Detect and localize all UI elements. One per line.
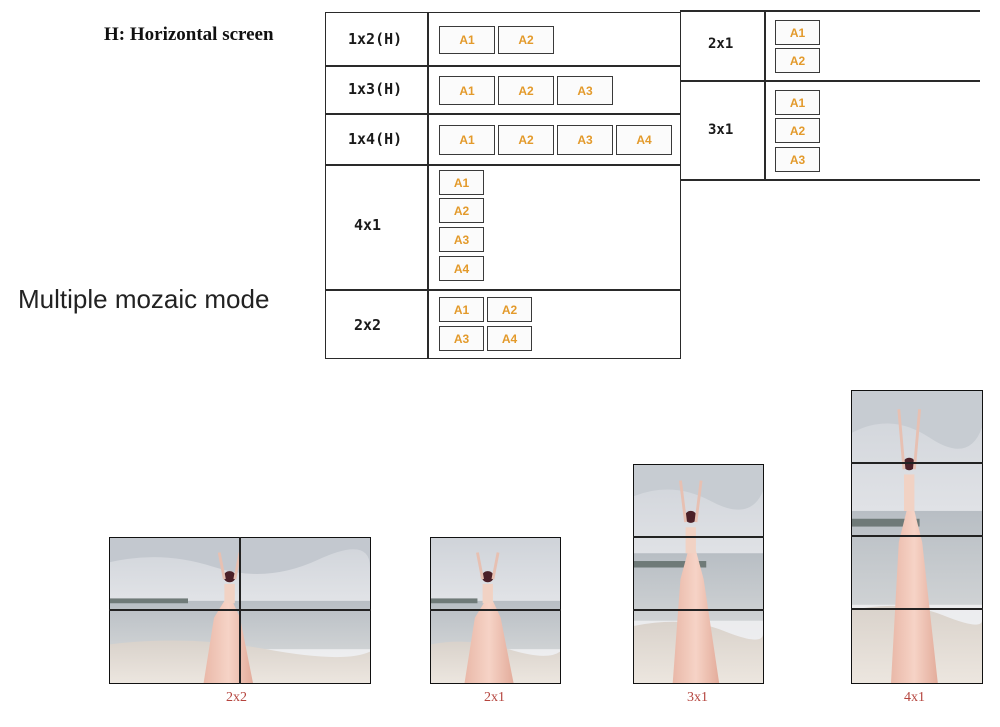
- example-2x2: [109, 537, 371, 684]
- example-4x1: [851, 390, 983, 684]
- cell-a3: A3: [439, 227, 484, 252]
- row-divider: [680, 80, 980, 82]
- cell-a1: A1: [439, 76, 495, 105]
- row-divider: [326, 65, 680, 67]
- example-caption: 2x2: [226, 690, 247, 705]
- mosaic-table-right: 2x1 A1 A2 3x1 A1 A2 A3: [680, 10, 980, 181]
- cell-a2: A2: [439, 198, 484, 223]
- cell-a1: A1: [439, 26, 495, 54]
- cell-a2: A2: [775, 48, 820, 73]
- cell-a1: A1: [439, 297, 484, 322]
- row-divider: [326, 289, 680, 291]
- mode-1x4h-label: 1x4(H): [348, 130, 403, 148]
- cell-a3: A3: [775, 147, 820, 172]
- mode-4x1-label: 4x1: [354, 216, 382, 234]
- cell-a1: A1: [439, 170, 484, 195]
- example-caption: 2x1: [484, 690, 505, 705]
- mode-1x3h-label: 1x3(H): [348, 80, 403, 98]
- beach-photo: [851, 390, 983, 684]
- example-2x1: [430, 537, 561, 684]
- mode-2x2-label: 2x2: [354, 316, 382, 334]
- beach-photo: [430, 537, 561, 684]
- cell-a1: A1: [439, 125, 495, 155]
- cell-a3: A3: [557, 76, 613, 105]
- screen-seam: [851, 462, 983, 464]
- column-divider: [427, 13, 429, 358]
- column-divider: [764, 10, 766, 181]
- example-3x1: [633, 464, 764, 684]
- row-divider: [680, 10, 980, 12]
- cell-a4: A4: [439, 256, 484, 281]
- screen-seam: [851, 535, 983, 537]
- cell-a2: A2: [487, 297, 532, 322]
- cell-a2: A2: [775, 118, 820, 143]
- example-caption: 4x1: [904, 690, 925, 705]
- cell-a4: A4: [616, 125, 672, 155]
- mosaic-table-left: 1x2(H) A1 A2 1x3(H) A1 A2 A3 1x4(H) A1 A…: [325, 12, 681, 359]
- cell-a1: A1: [775, 90, 820, 115]
- row-divider: [326, 113, 680, 115]
- screen-seam: [109, 609, 371, 611]
- mode-3x1-label: 3x1: [708, 122, 734, 138]
- mode-2x1-label: 2x1: [708, 36, 734, 52]
- screen-seam: [430, 609, 561, 611]
- screen-seam: [633, 536, 764, 538]
- cell-a4: A4: [487, 326, 532, 351]
- cell-a3: A3: [557, 125, 613, 155]
- cell-a1: A1: [775, 20, 820, 45]
- cell-a2: A2: [498, 26, 554, 54]
- beach-photo: [633, 464, 764, 684]
- row-divider: [326, 164, 680, 166]
- cell-a2: A2: [498, 125, 554, 155]
- horizontal-screen-label: H: Horizontal screen: [104, 24, 274, 45]
- cell-a2: A2: [498, 76, 554, 105]
- page-title: Multiple mozaic mode: [18, 284, 270, 314]
- row-divider: [680, 179, 980, 181]
- mode-1x2h-label: 1x2(H): [348, 30, 403, 48]
- example-caption: 3x1: [687, 690, 708, 705]
- screen-seam: [851, 608, 983, 610]
- screen-seam: [633, 609, 764, 611]
- cell-a3: A3: [439, 326, 484, 351]
